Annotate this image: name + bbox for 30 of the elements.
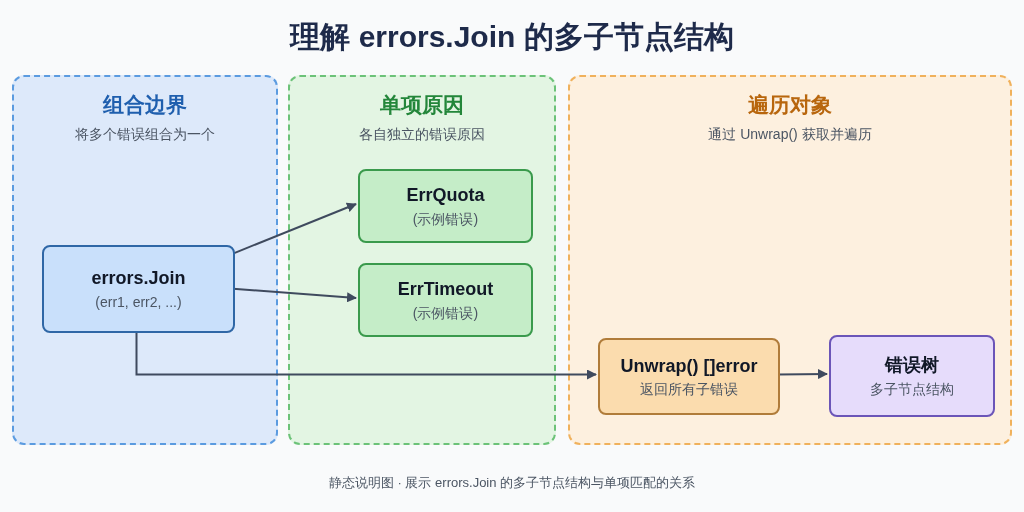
arrow [232,202,357,255]
process-box [598,338,780,415]
group-subtitle: 将多个错误组合为一个 [74,125,216,144]
arrow [777,369,828,380]
group-subtitle: 各自独立的错误原因 [358,125,486,144]
group-heading: 单项原因 [379,92,465,118]
process-box [829,335,995,417]
group-heading: 遍历对象 [747,92,833,118]
group-heading: 组合边界 [102,92,188,118]
node-title: ErrQuota [406,184,485,207]
process-box [358,169,533,243]
arrow [232,287,357,303]
arrow [135,330,597,380]
process-box [358,263,533,337]
process-box [42,245,235,333]
node-subtitle: (示例错误) [412,304,479,322]
node-title: ErrTimeout [397,278,494,301]
group-subtitle: 通过 Unwrap() 获取并遍历 [707,125,873,144]
node-subtitle: (示例错误) [412,210,479,228]
node-title: Unwrap() []error [620,354,758,377]
group-panel [288,75,556,445]
node-subtitle: 多子节点结构 [870,380,954,398]
diagram-title: 理解 errors.Join 的多子节点结构 [288,19,735,55]
node-subtitle: 返回所有子错误 [640,381,738,399]
group-panel [12,75,278,445]
node-subtitle: (err1, err2, ...) [95,293,182,311]
group-panel [568,75,1012,445]
diagram-caption: 静态说明图 · 展示 errors.Join 的多子节点结构与单项匹配的关系 [327,474,697,492]
node-title: 错误树 [885,354,939,377]
node-title: errors.Join [91,267,186,290]
